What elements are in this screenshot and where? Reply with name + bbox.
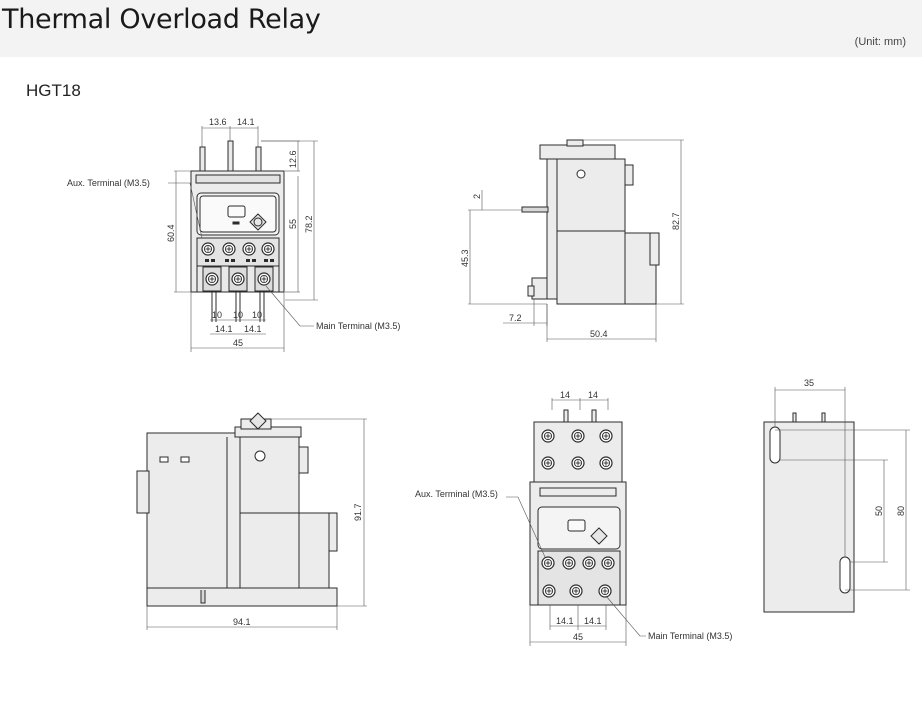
svg-text:14.1: 14.1: [584, 616, 602, 626]
side-mounted-dimension-text: 91.7 94.1: [233, 503, 363, 627]
svg-text:12.6: 12.6: [288, 150, 298, 168]
side-mounted-dimensions: [146, 418, 367, 630]
svg-text:14.1: 14.1: [244, 324, 262, 334]
unit-label: (Unit: mm): [854, 36, 906, 48]
svg-text:78.2: 78.2: [304, 215, 314, 233]
svg-text:80: 80: [896, 506, 906, 516]
svg-text:94.1: 94.1: [233, 617, 251, 627]
svg-text:14: 14: [588, 390, 598, 400]
back-view-dimensions: [774, 387, 910, 591]
svg-text:60.4: 60.4: [166, 224, 176, 242]
side-view-dimension-text: 2 45.3 82.7 7.2 50.4: [460, 194, 681, 339]
svg-text:82.7: 82.7: [671, 212, 681, 230]
side-mounted-view: [136, 412, 338, 607]
page-title: Thermal Overload Relay: [2, 4, 321, 35]
svg-text:14: 14: [560, 390, 570, 400]
aux-terminal-label: Aux. Terminal (M3.5): [67, 178, 150, 188]
svg-text:55: 55: [288, 219, 298, 229]
front-mounted-view: [529, 409, 627, 606]
svg-text:45.3: 45.3: [460, 249, 470, 267]
svg-text:10: 10: [252, 310, 262, 320]
aux-terminal-label-2: Aux. Terminal (M3.5): [415, 489, 498, 499]
main-terminal-label-2: Main Terminal (M3.5): [648, 631, 732, 641]
svg-text:50: 50: [874, 506, 884, 516]
svg-text:10: 10: [212, 310, 222, 320]
svg-text:14.1: 14.1: [237, 117, 255, 127]
svg-text:14.1: 14.1: [556, 616, 574, 626]
svg-text:10: 10: [233, 310, 243, 320]
svg-text:14.1: 14.1: [215, 324, 233, 334]
svg-text:7.2: 7.2: [509, 313, 522, 323]
model-name: HGT18: [26, 81, 81, 100]
side-view-dimensions: [468, 139, 684, 342]
side-view: [521, 139, 660, 305]
back-view: [763, 412, 855, 613]
front-mounted-dimensions: [506, 398, 646, 646]
svg-text:2: 2: [472, 194, 482, 199]
front-view-dimension-text: 13.6 14.1 12.6 60.4 55 78.2 10 10 10 14.…: [67, 117, 400, 348]
svg-text:13.6: 13.6: [209, 117, 227, 127]
svg-text:45: 45: [573, 632, 583, 642]
front-view-dimensions: [168, 126, 318, 352]
svg-text:45: 45: [233, 338, 243, 348]
svg-text:91.7: 91.7: [353, 503, 363, 521]
front-mounted-dimension-text: 14 14 14.1 14.1 45 Aux. Terminal (M3.5) …: [415, 390, 732, 642]
front-view: [190, 140, 285, 322]
main-terminal-label: Main Terminal (M3.5): [316, 321, 400, 331]
back-view-dimension-text: 35 50 80: [804, 378, 906, 516]
header-bar: [0, 0, 922, 57]
svg-text:35: 35: [804, 378, 814, 388]
svg-text:50.4: 50.4: [590, 329, 608, 339]
